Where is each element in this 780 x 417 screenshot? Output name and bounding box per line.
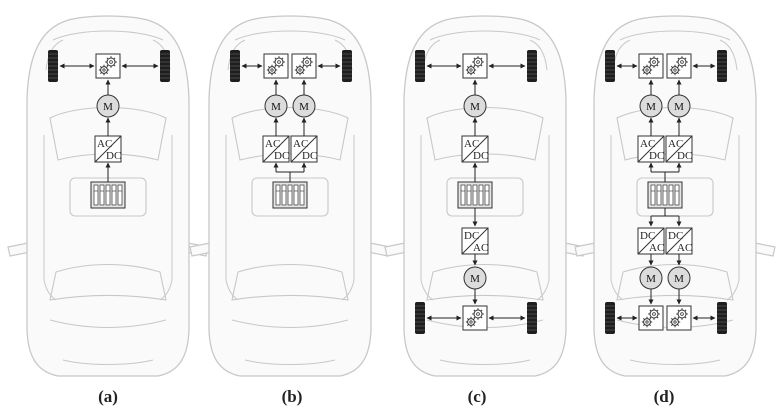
converter-bottom-label: DC [302,150,317,162]
converter-top-label: DC [640,230,655,242]
converter-bottom-label: DC [106,150,121,162]
converter-top-label: AC [668,138,683,150]
wheel-icon [48,50,58,82]
caption-a: (a) [98,387,118,406]
battery-icon [272,181,308,209]
battery-icon [457,181,493,209]
wheel-icon [230,50,240,82]
wheel-icon [160,50,170,82]
gearbox-icon [638,53,664,79]
wheel-icon [527,50,537,82]
converter-bottom-label: AC [473,242,488,254]
wheel-icon [527,302,537,334]
converter-top-label: AC [640,138,655,150]
motor-icon: M [292,94,316,118]
motor-label: M [271,101,281,113]
battery-icon [90,181,126,209]
motor-icon: M [639,94,663,118]
caption-b: (b) [282,387,303,406]
gearbox-icon [638,305,664,331]
gearbox-icon [666,53,692,79]
converter-bottom-label: DC [274,150,289,162]
motor-label: M [674,273,684,285]
gearbox-icon [462,53,488,79]
wheel-icon [415,302,425,334]
wheel-icon [605,302,615,334]
caption-d: (d) [654,387,675,406]
gearbox-icon [666,305,692,331]
motor-label: M [470,273,480,285]
converter-bottom-label: DC [649,150,664,162]
motor-label: M [103,101,113,113]
converter-top-label: DC [464,230,479,242]
gearbox-icon [291,53,317,79]
converter-top-label: AC [265,138,280,150]
battery-icon [647,181,683,209]
wheel-icon [717,50,727,82]
motor-icon: M [463,266,487,290]
motor-icon: M [463,94,487,118]
gearbox-icon [263,53,289,79]
converter-top-label: AC [293,138,308,150]
converter-top-label: AC [464,138,479,150]
gearbox-icon [462,305,488,331]
caption-c: (c) [468,387,487,406]
converter-bottom-label: AC [649,242,664,254]
converter-bottom-label: DC [473,150,488,162]
motor-label: M [646,101,656,113]
gearbox-icon [95,53,121,79]
wheel-icon [415,50,425,82]
motor-icon: M [667,94,691,118]
wheel-icon [717,302,727,334]
motor-label: M [470,101,480,113]
converter-top-label: DC [668,230,683,242]
motor-label: M [646,273,656,285]
converter-top-label: AC [97,138,112,150]
converter-bottom-label: DC [677,150,692,162]
motor-label: M [674,101,684,113]
wheel-icon [342,50,352,82]
motor-icon: M [96,94,120,118]
converter-bottom-label: AC [677,242,692,254]
motor-label: M [299,101,309,113]
wheel-icon [605,50,615,82]
motor-icon: M [639,266,663,290]
motor-icon: M [667,266,691,290]
motor-icon: M [264,94,288,118]
